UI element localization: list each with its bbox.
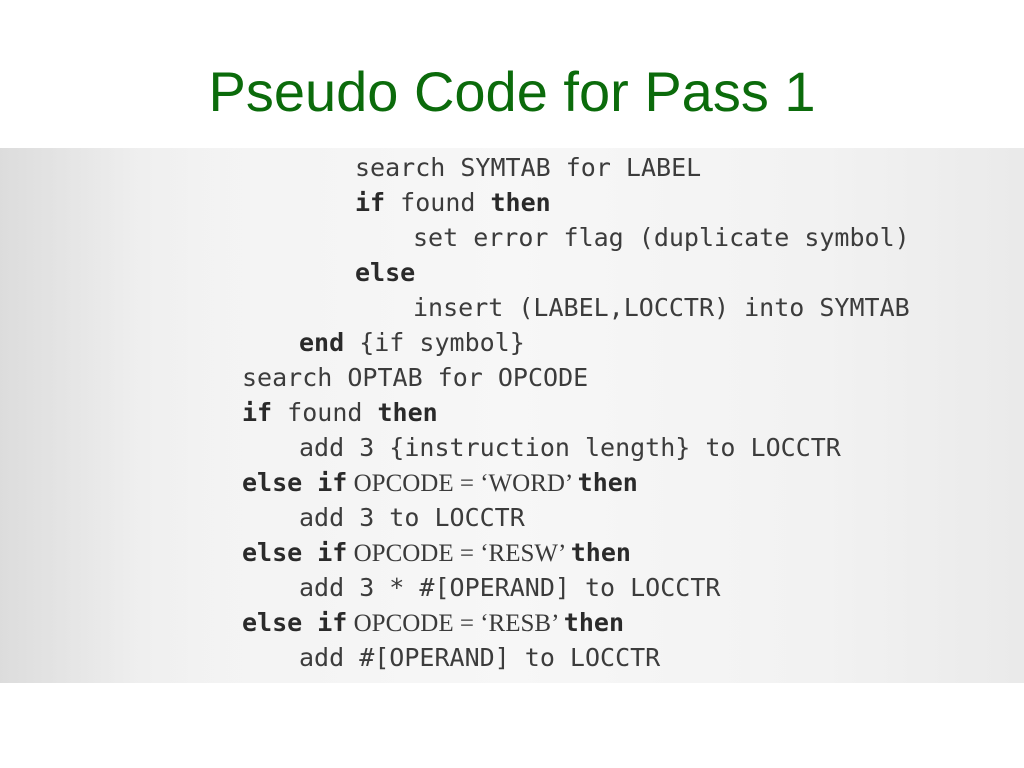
code-line: add 3 * #[OPERAND] to LOCCTR [299,573,721,602]
code-line: else if OPCODE = ‘RESB’ then [242,608,625,637]
code-line: add #[OPERAND] to LOCCTR [299,643,661,672]
scanned-code-image: search SYMTAB for LABEL if found then se… [0,148,1024,683]
code-line: if found then [355,188,551,217]
code-line: search OPTAB for OPCODE [242,363,589,392]
page-title: Pseudo Code for Pass 1 [208,60,816,123]
code-line: set error flag (duplicate symbol) [413,223,910,252]
code-line: end {if symbol} [299,328,525,357]
code-line: else if OPCODE = ‘RESW’ then [242,538,631,567]
scan-shadow [0,148,230,683]
code-line: add 3 {instruction length} to LOCCTR [299,433,841,462]
code-line: insert (LABEL,LOCCTR) into SYMTAB [413,293,910,322]
code-line: if found then [242,398,438,427]
code-line: add 3 to LOCCTR [299,503,525,532]
pseudo-code-block: search SYMTAB for LABEL if found then se… [0,148,1024,683]
code-line: else if OPCODE = ‘WORD’ then [242,468,638,497]
code-line: search SYMTAB for LABEL [355,153,702,182]
code-line: else [355,258,416,287]
